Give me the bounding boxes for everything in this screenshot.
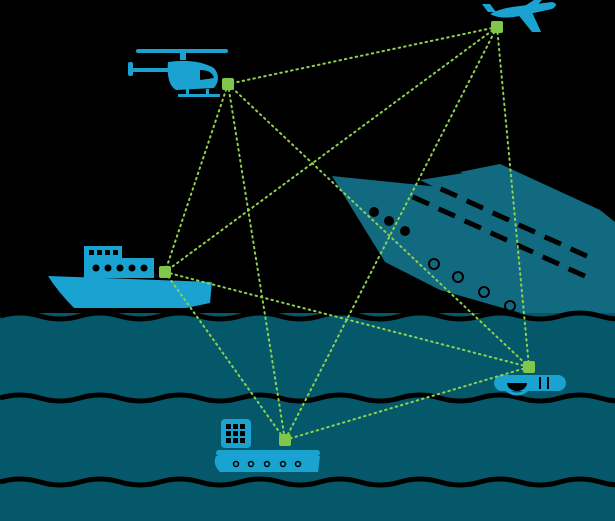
link-ship-submarine: [164, 271, 286, 441]
communication-links: [164, 26, 530, 441]
link-airplane-drone: [496, 26, 530, 368]
network-nodes: [159, 21, 535, 446]
sinking-ship-icon: [332, 164, 615, 320]
helicopter-icon: [128, 49, 228, 97]
submarine-icon: [214, 419, 320, 472]
link-submarine-drone: [284, 366, 530, 441]
link-airplane-submarine: [284, 26, 498, 441]
airplane-icon: [482, 0, 556, 32]
node-helicopter: [222, 78, 234, 90]
wave-line: [0, 476, 615, 488]
link-helicopter-ship: [164, 83, 229, 273]
sea: [0, 313, 615, 521]
link-ship-drone: [164, 271, 530, 368]
node-submarine: [279, 434, 291, 446]
wave-line: [0, 310, 615, 322]
node-airplane: [491, 21, 503, 33]
underwater-drone-icon: [494, 375, 566, 396]
wave-line: [0, 392, 615, 404]
node-ship: [159, 266, 171, 278]
link-helicopter-submarine: [227, 83, 286, 441]
node-drone: [523, 361, 535, 373]
ship-icon: [48, 246, 212, 308]
link-airplane-helicopter: [227, 26, 498, 85]
